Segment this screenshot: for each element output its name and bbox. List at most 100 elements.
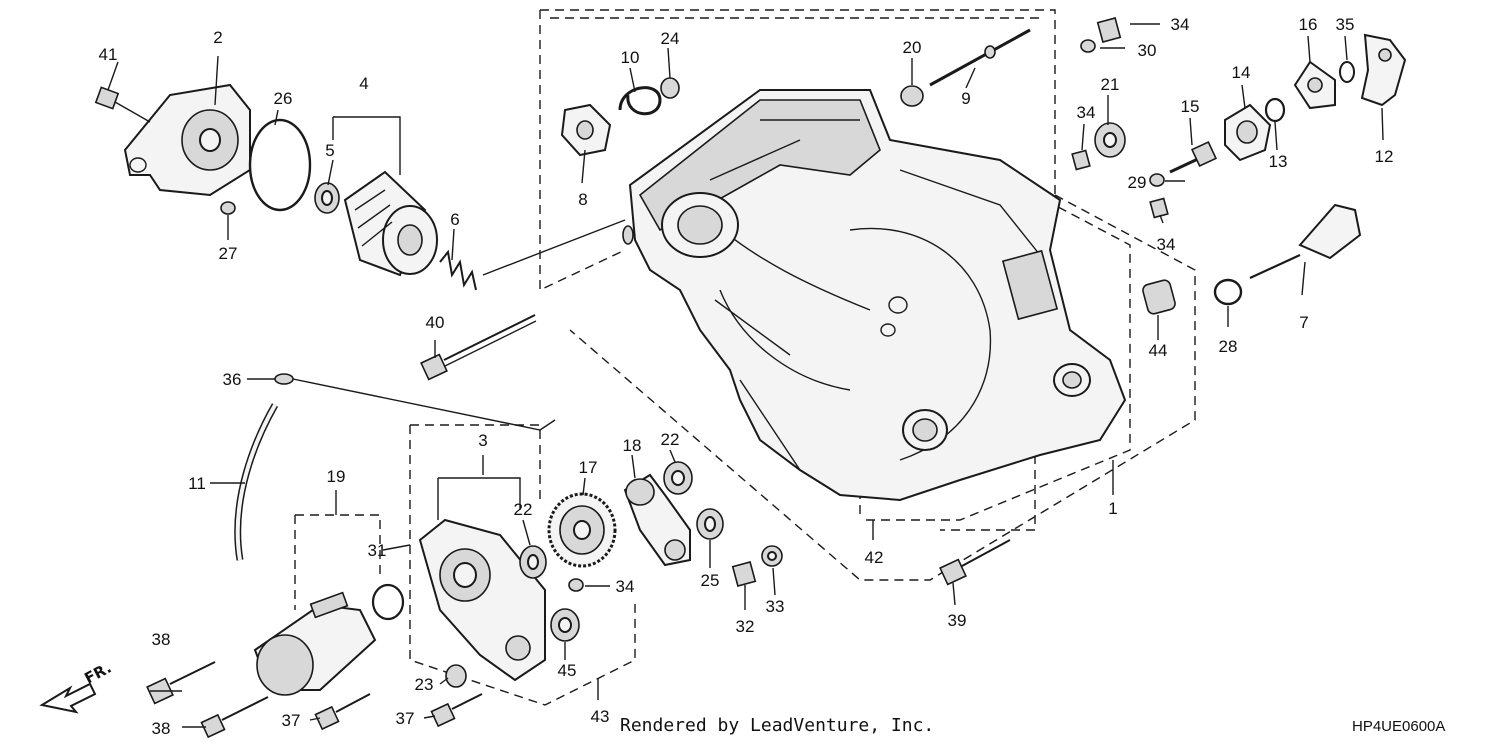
part-3-hole bbox=[453, 562, 477, 588]
callout-38-upper: 38 bbox=[152, 630, 171, 649]
part-2-oil-filter-cover bbox=[123, 83, 251, 197]
part-16-bracket bbox=[1293, 60, 1336, 110]
callout-43: 43 bbox=[591, 707, 610, 726]
callout-28: 28 bbox=[1219, 337, 1238, 356]
part-38-head-b bbox=[200, 713, 226, 739]
part-37-head-b bbox=[430, 702, 456, 728]
cover-side-boss bbox=[1001, 249, 1059, 321]
part-2-ear-hole bbox=[129, 157, 147, 173]
cover-contour-2 bbox=[849, 227, 992, 461]
part-2-hole bbox=[199, 128, 221, 152]
part-19-starter-motor bbox=[253, 591, 377, 696]
part-26-o-ring bbox=[248, 118, 312, 212]
callout-10: 10 bbox=[621, 48, 640, 67]
part-42-dowel bbox=[622, 225, 634, 245]
callout-26: 26 bbox=[274, 89, 293, 108]
part-11-tube-inner bbox=[235, 404, 277, 561]
part-34-collar-right bbox=[1149, 197, 1169, 219]
part-17-bore bbox=[573, 520, 591, 540]
callout-37-left: 37 bbox=[282, 711, 301, 730]
part-15-head bbox=[1190, 140, 1218, 168]
group-outline-upper-top bbox=[540, 9, 1056, 195]
part-7-blade bbox=[1249, 254, 1301, 279]
part-19-terminal bbox=[309, 591, 349, 619]
part-30-washer bbox=[1080, 39, 1096, 53]
cover-boss-upper-hole bbox=[677, 205, 723, 245]
part-5-hole bbox=[321, 190, 333, 206]
callout-6: 6 bbox=[450, 210, 459, 229]
part-32-dowel bbox=[731, 561, 757, 587]
part-22-bearing-left-hole bbox=[527, 554, 539, 570]
callout-34-right: 34 bbox=[1157, 235, 1176, 254]
callout-34-mid: 34 bbox=[1077, 103, 1096, 122]
callout-5: 5 bbox=[325, 141, 334, 160]
part-40-head bbox=[420, 353, 448, 381]
part-23-collar bbox=[445, 664, 467, 688]
group-outline-19 bbox=[295, 514, 381, 575]
part-4-pleat-3 bbox=[361, 221, 393, 247]
part-18-gear-arm bbox=[623, 473, 691, 567]
part-4-pleat-2 bbox=[357, 204, 391, 229]
part-31-o-ring bbox=[371, 583, 405, 621]
diagram-code: HP4UE0600A bbox=[1352, 718, 1445, 735]
part-20-washer bbox=[900, 85, 924, 107]
part-13-spring bbox=[1264, 97, 1286, 123]
part-3-gear-cover bbox=[418, 518, 546, 682]
callout-27: 27 bbox=[219, 244, 238, 263]
part-39-head bbox=[939, 558, 967, 586]
part-14-hub bbox=[1236, 120, 1258, 144]
part-38-shank-a bbox=[169, 661, 216, 685]
part-8-hub bbox=[576, 120, 594, 140]
part-36-clip bbox=[274, 373, 294, 385]
part-15-shank bbox=[1169, 156, 1201, 174]
callout-19: 19 bbox=[327, 467, 346, 486]
part-22-bearing-right-hole bbox=[671, 470, 685, 486]
callout-42: 42 bbox=[865, 548, 884, 567]
render-credit: Rendered by LeadVenture, Inc. bbox=[620, 715, 934, 736]
callout-21: 21 bbox=[1101, 75, 1120, 94]
front-direction-label: FR. bbox=[81, 659, 114, 688]
part-41-shank bbox=[114, 101, 151, 123]
callout-41: 41 bbox=[99, 45, 118, 64]
callout-2: 2 bbox=[213, 28, 222, 47]
part-40-bolt bbox=[420, 314, 537, 381]
bearings bbox=[445, 461, 724, 688]
part-40-shank-2 bbox=[444, 320, 537, 367]
callout-35: 35 bbox=[1336, 15, 1355, 34]
callout-31: 31 bbox=[368, 541, 387, 560]
part-12-hole bbox=[1378, 48, 1392, 62]
part-9-shank bbox=[929, 28, 1031, 87]
part-14-pump bbox=[1224, 103, 1272, 162]
part-18-upper-boss bbox=[625, 478, 655, 506]
callout-22-right: 22 bbox=[661, 430, 680, 449]
front-direction-indicator: FR. bbox=[39, 659, 114, 714]
part-33-washer-hole bbox=[767, 551, 777, 561]
callout-23: 23 bbox=[415, 675, 434, 694]
part-4-oil-filter bbox=[343, 170, 438, 277]
callout-34-top: 34 bbox=[1171, 15, 1190, 34]
callout-15: 15 bbox=[1181, 97, 1200, 116]
part-15-bolt bbox=[1169, 140, 1218, 174]
part-44-collar bbox=[1142, 279, 1176, 315]
part-12-body bbox=[1360, 33, 1407, 107]
part-37-bolts bbox=[314, 693, 483, 731]
part-9-collar bbox=[984, 45, 996, 59]
callout-30: 30 bbox=[1138, 41, 1157, 60]
cover-contour-3 bbox=[719, 289, 851, 391]
crankcase-cover bbox=[628, 89, 1127, 502]
callout-11: 11 bbox=[188, 474, 206, 493]
part-6-spring bbox=[439, 249, 477, 291]
part-4-core bbox=[397, 224, 423, 256]
cover-small-hole-2 bbox=[880, 323, 896, 337]
callout-39: 39 bbox=[948, 611, 967, 630]
group-outline-43 bbox=[409, 425, 636, 706]
front-arrow-icon bbox=[39, 682, 97, 714]
callout-36: 36 bbox=[223, 370, 242, 389]
part-41-head bbox=[94, 86, 120, 110]
part-8-impeller bbox=[560, 103, 612, 157]
part-7-dipstick bbox=[1249, 203, 1362, 279]
group-outline-3-top bbox=[410, 424, 541, 500]
cover-boss-right-hole bbox=[1062, 371, 1082, 389]
part-6-coil bbox=[439, 249, 477, 291]
